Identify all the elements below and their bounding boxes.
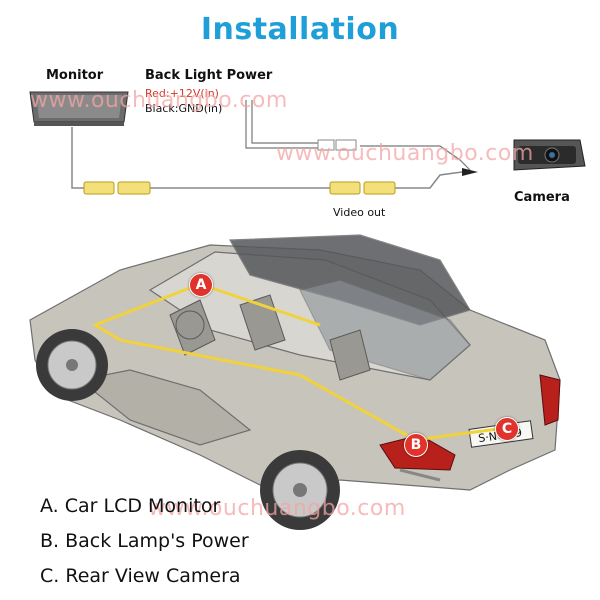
video-cable: [71, 127, 463, 189]
legend-item-camera: C. Rear View Camera: [40, 565, 241, 587]
watermark: www.ouchuangbo.com: [148, 496, 406, 521]
monitor-label: Monitor: [46, 68, 104, 83]
car-interior: [169, 294, 371, 381]
legend-item-power: B. Back Lamp's Power: [40, 530, 249, 552]
wheel-icon: [36, 329, 340, 530]
exhaust-pipe: [399, 468, 441, 482]
camera-label: Camera: [514, 190, 570, 205]
car-body: [29, 234, 561, 501]
marker-a: A: [189, 273, 213, 297]
car-cutaway-illustration: S·NC 29: [29, 234, 561, 530]
video-out-label: Video out: [333, 206, 386, 219]
diagram-title: Installation: [200, 12, 400, 47]
watermark: www.ouchuangbo.com: [276, 141, 534, 166]
camera-icon: [513, 139, 586, 171]
power-wires: [245, 100, 471, 171]
legend-item-monitor: A. Car LCD Monitor: [40, 495, 221, 517]
back-light-power-label: Back Light Power: [145, 68, 273, 83]
marker-c: C: [495, 417, 519, 441]
black-wire-note: Black:GND(in): [145, 102, 223, 115]
rca-connector-icon: [83, 181, 396, 195]
red-wire-note: Red:+12V(in): [145, 87, 219, 100]
watermark: www.ouchuangbo.com: [30, 88, 288, 113]
monitor-icon: [29, 91, 129, 126]
marker-b: B: [404, 433, 428, 457]
wiring-harness: [93, 282, 506, 442]
power-connector-icon: [317, 139, 357, 151]
wiring-schematic: [29, 91, 586, 195]
